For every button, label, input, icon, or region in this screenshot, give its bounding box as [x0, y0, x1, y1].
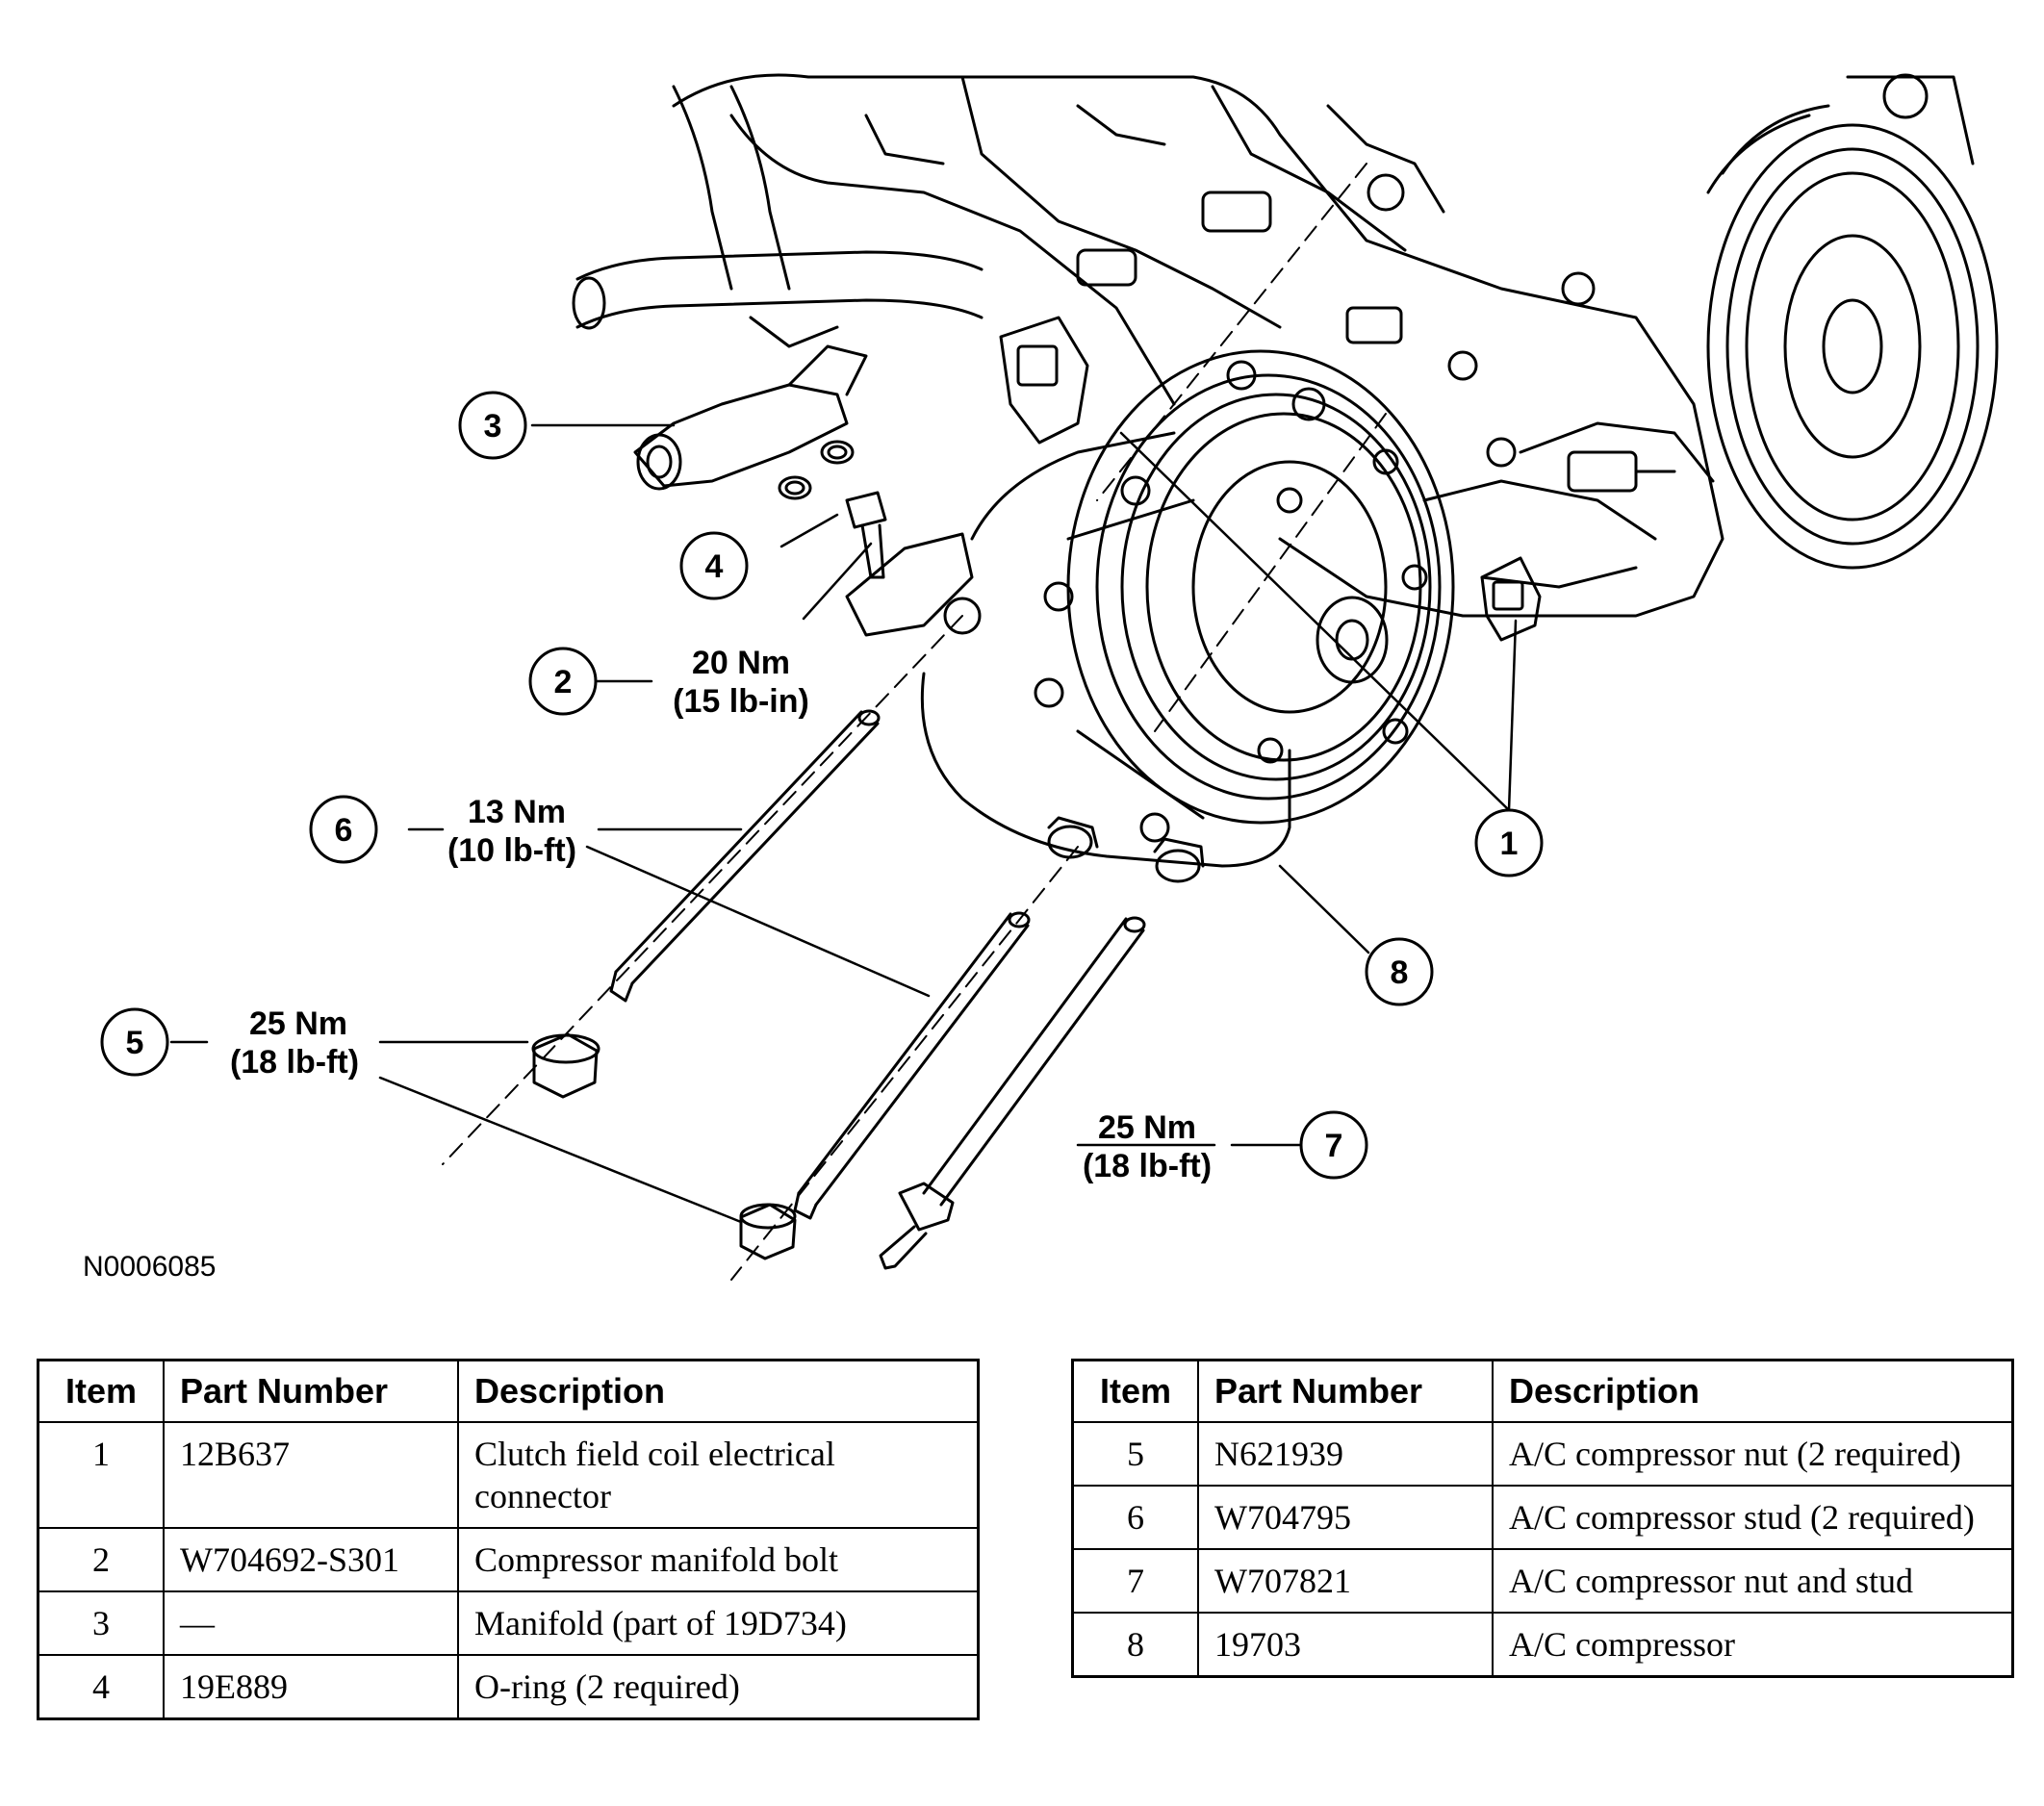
- stud-lower-drawing: [793, 911, 1031, 1220]
- table-row: 6 W704795 A/C compressor stud (2 require…: [1071, 1485, 2014, 1550]
- table-row: 1 12B637 Clutch field coil electrical co…: [37, 1421, 980, 1529]
- cell-part-number: —: [163, 1590, 459, 1656]
- table-row: 5 N621939 A/C compressor nut (2 required…: [1071, 1421, 2014, 1487]
- cell-description: Manifold (part of 19D734): [457, 1590, 980, 1656]
- cell-part-number: W707821: [1197, 1548, 1494, 1614]
- cell-description: Compressor manifold bolt: [457, 1527, 980, 1592]
- o-rings-drawing: [778, 440, 855, 500]
- cell-description: A/C compressor stud (2 required): [1492, 1485, 2014, 1550]
- callout-3-label: 3: [484, 408, 502, 445]
- torque-7-nm: 25 Nm: [1098, 1109, 1196, 1146]
- cell-description: A/C compressor nut (2 required): [1492, 1421, 2014, 1487]
- compressor-exploded-illustration: 3 4 2 6 1 8 5 7 20 Nm (15 lb-in) 13 Nm (…: [100, 73, 1999, 1281]
- callout-2-label: 2: [554, 664, 573, 700]
- torque-6-nm: 13 Nm: [468, 794, 566, 830]
- cell-description: Clutch field coil electrical connector: [457, 1421, 980, 1529]
- nut-5-upper-drawing: [531, 1032, 600, 1099]
- cell-item: 6: [1071, 1485, 1199, 1550]
- manifold-drawing: [633, 344, 868, 491]
- callout-5-circle: [100, 1007, 169, 1077]
- cell-part-number: 19E889: [163, 1654, 459, 1720]
- cell-part-number: W704692-S301: [163, 1527, 459, 1592]
- header-item: Item: [1071, 1359, 1199, 1423]
- callout-4-label: 4: [705, 548, 724, 585]
- cell-part-number: N621939: [1197, 1421, 1494, 1487]
- manifold-bolt-drawing: [845, 491, 982, 637]
- figure-id: N0006085: [83, 1251, 217, 1283]
- callout-4-circle: [679, 531, 749, 600]
- callout-3-circle: [458, 391, 527, 460]
- coolant-pipe-drawing: [572, 85, 984, 348]
- table-row: 7 W707821 A/C compressor nut and stud: [1071, 1548, 2014, 1614]
- callout-1-label: 1: [1500, 826, 1519, 862]
- callout-7-circle: [1299, 1110, 1368, 1180]
- callout-5-label: 5: [126, 1025, 144, 1061]
- cell-part-number: 12B637: [163, 1421, 459, 1529]
- compressor-drawing: [920, 349, 1455, 883]
- cell-item: 3: [37, 1590, 165, 1656]
- torque-2-imp: (15 lb-in): [673, 683, 809, 720]
- callout-6-label: 6: [335, 812, 353, 849]
- leader-lines: [169, 423, 1518, 1224]
- header-description: Description: [457, 1359, 980, 1423]
- callout-8-circle: [1365, 937, 1434, 1006]
- torque-5-nm: 25 Nm: [249, 1005, 347, 1042]
- cell-item: 5: [1071, 1421, 1199, 1487]
- stud-6-drawing: [609, 709, 881, 1003]
- connector-drawing: [999, 316, 1542, 642]
- engine-block-drawing: [672, 73, 1725, 618]
- stud-7-drawing: [879, 916, 1146, 1270]
- torque-5-imp: (18 lb-ft): [230, 1044, 359, 1081]
- table-header-row: Item Part Number Description: [1071, 1359, 2014, 1423]
- cell-description: A/C compressor: [1492, 1612, 2014, 1678]
- nut-5-lower-drawing: [739, 1203, 797, 1260]
- cell-part-number: 19703: [1197, 1612, 1494, 1678]
- cell-item: 2: [37, 1527, 165, 1592]
- table-header-row: Item Part Number Description: [37, 1359, 980, 1423]
- cell-item: 8: [1071, 1612, 1199, 1678]
- cell-part-number: W704795: [1197, 1485, 1494, 1550]
- cell-description: A/C compressor nut and stud: [1492, 1548, 2014, 1614]
- center-lines: [442, 163, 1387, 1281]
- header-description: Description: [1492, 1359, 2014, 1423]
- parts-table-right: Item Part Number Description 5 N621939 A…: [1071, 1359, 2014, 1678]
- callout-7-label: 7: [1325, 1128, 1343, 1164]
- parts-table-left: Item Part Number Description 1 12B637 Cl…: [37, 1359, 980, 1720]
- cell-item: 1: [37, 1421, 165, 1529]
- table-row: 8 19703 A/C compressor: [1071, 1612, 2014, 1678]
- header-item: Item: [37, 1359, 165, 1423]
- callout-2-circle: [528, 647, 598, 716]
- callout-1-circle: [1474, 808, 1544, 878]
- cell-item: 7: [1071, 1548, 1199, 1614]
- table-row: 4 19E889 O-ring (2 required): [37, 1654, 980, 1720]
- callout-8-label: 8: [1391, 954, 1409, 991]
- torque-6-imp: (10 lb-ft): [447, 832, 576, 869]
- crank-pulley-drawing: [1706, 73, 1999, 570]
- callout-6-circle: [309, 795, 378, 864]
- header-part-number: Part Number: [1197, 1359, 1494, 1423]
- table-row: 2 W704692-S301 Compressor manifold bolt: [37, 1527, 980, 1592]
- cell-description: O-ring (2 required): [457, 1654, 980, 1720]
- header-part-number: Part Number: [163, 1359, 459, 1423]
- cell-item: 4: [37, 1654, 165, 1720]
- table-row: 3 — Manifold (part of 19D734): [37, 1590, 980, 1656]
- torque-7-imp: (18 lb-ft): [1083, 1148, 1212, 1184]
- torque-2-nm: 20 Nm: [692, 645, 790, 681]
